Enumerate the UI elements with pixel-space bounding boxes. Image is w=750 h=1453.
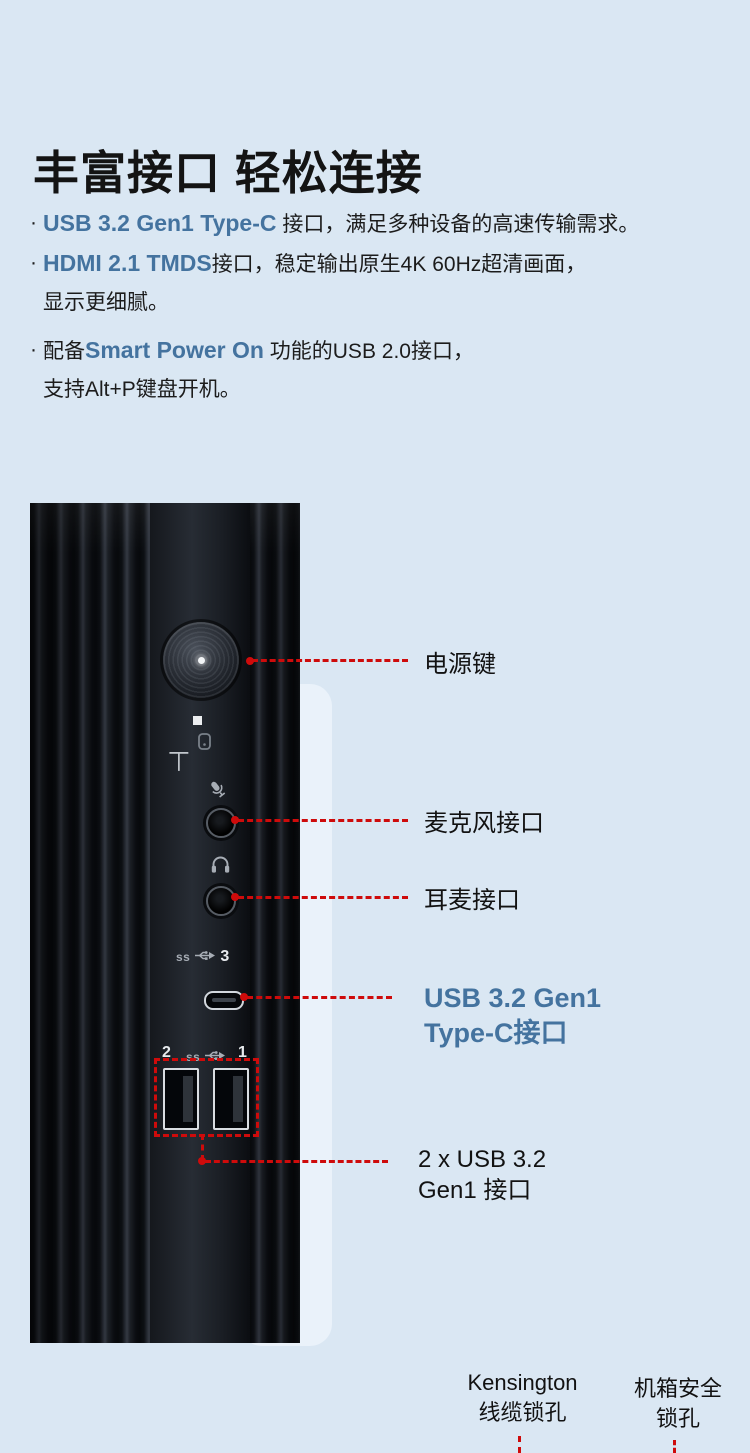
kensington-label-line1: Kensington xyxy=(467,1370,578,1395)
microphone-icon xyxy=(205,777,234,808)
callout-line-power xyxy=(252,659,408,662)
feature-bullet-list: · USB 3.2 Gen1 Type-C 接口，满足多种设备的高速传输需求。 … xyxy=(30,204,735,409)
kensington-label-line2: 线缆锁孔 xyxy=(478,1400,567,1425)
bullet-text: 功能的USB 2.0接口， xyxy=(263,340,474,363)
kensington-lock-label: Kensington 线缆锁孔 xyxy=(450,1368,595,1428)
chassis-label-line1: 机箱安全 xyxy=(633,1376,722,1401)
headset-jack xyxy=(206,886,236,916)
usba-label-line1: 2 x USB 3.2 xyxy=(418,1146,547,1173)
chassis-label-line2: 锁孔 xyxy=(655,1406,700,1431)
usba-left-number: 2 xyxy=(162,1044,171,1061)
callout-label-usba: 2 x USB 3.2 Gen1 接口 xyxy=(418,1144,546,1206)
callout-dot-mic xyxy=(231,816,239,824)
usbc-port-marking: ss 3 xyxy=(176,948,229,966)
bullet-marker: · xyxy=(30,338,37,361)
callout-label-mic: 麦克风接口 xyxy=(424,810,544,837)
usbc-label-line1: USB 3.2 Gen1 xyxy=(424,983,602,1013)
power-button-icon xyxy=(163,622,239,698)
callout-line-chassis xyxy=(673,1440,676,1453)
bullet-text-line2: 支持Alt+P键盘开机。 xyxy=(43,378,241,401)
callout-connector-usba xyxy=(201,1134,204,1161)
usb-a-port-left xyxy=(163,1068,199,1130)
feature-bullet-usb-c: · USB 3.2 Gen1 Type-C 接口，满足多种设备的高速传输需求。 xyxy=(30,204,735,244)
usbc-port-number: 3 xyxy=(220,948,230,965)
bullet-marker: · xyxy=(30,211,37,234)
usba-label-line2: Gen1 接口 xyxy=(418,1177,532,1204)
feature-bullet-smart-power: · 配备Smart Power On 功能的USB 2.0接口， 支持Alt+P… xyxy=(30,331,735,409)
usba-right-number: 1 xyxy=(238,1044,247,1061)
status-led-icon xyxy=(193,716,202,725)
callout-label-power: 电源键 xyxy=(424,651,496,678)
callout-line-usba xyxy=(205,1160,388,1163)
callout-dot-power xyxy=(246,657,254,665)
bullet-marker: · xyxy=(30,251,37,274)
callout-label-usbc: USB 3.2 Gen1 Type-C接口 xyxy=(424,981,601,1051)
callout-dot-headset xyxy=(231,893,239,901)
bullet-text: 接口，稳定输出原生4K 60Hz超清画面， xyxy=(211,253,587,276)
callout-dot-usba xyxy=(198,1157,206,1165)
page-title: 丰富接口 轻松连接 xyxy=(33,146,423,199)
lamp-icon: ⊤ xyxy=(167,747,191,777)
callout-dot-usbc xyxy=(240,993,248,1001)
bullet-text: 接口，满足多种设备的高速传输需求。 xyxy=(276,213,640,236)
highlight-hdmi: HDMI 2.1 TMDS xyxy=(43,250,212,276)
usb-a-port-right xyxy=(213,1068,249,1130)
callout-line-mic xyxy=(238,819,408,822)
bullet-text-line2: 显示更细腻。 xyxy=(43,291,169,314)
callout-line-usbc xyxy=(247,996,392,999)
callout-label-headset: 耳麦接口 xyxy=(424,887,520,914)
usb-trident-icon xyxy=(194,948,216,966)
bullet-text-prefix: 配备 xyxy=(43,340,85,363)
highlight-usb-c: USB 3.2 Gen1 Type-C xyxy=(43,210,277,236)
headphone-icon xyxy=(210,855,231,879)
usb-c-port xyxy=(204,991,244,1010)
callout-line-headset xyxy=(238,896,408,899)
callout-line-kensington xyxy=(518,1436,521,1453)
drive-activity-icon xyxy=(198,733,211,755)
chassis-lock-label: 机箱安全 锁孔 xyxy=(632,1374,724,1434)
feature-bullet-hdmi: · HDMI 2.1 TMDS接口，稳定输出原生4K 60Hz超清画面， 显示更… xyxy=(30,244,735,322)
usbc-label-line2: Type-C接口 xyxy=(424,1018,568,1048)
usba-highlight-box xyxy=(154,1058,259,1137)
highlight-smart-power: Smart Power On xyxy=(85,337,264,363)
superspeed-label: ss xyxy=(176,950,191,964)
